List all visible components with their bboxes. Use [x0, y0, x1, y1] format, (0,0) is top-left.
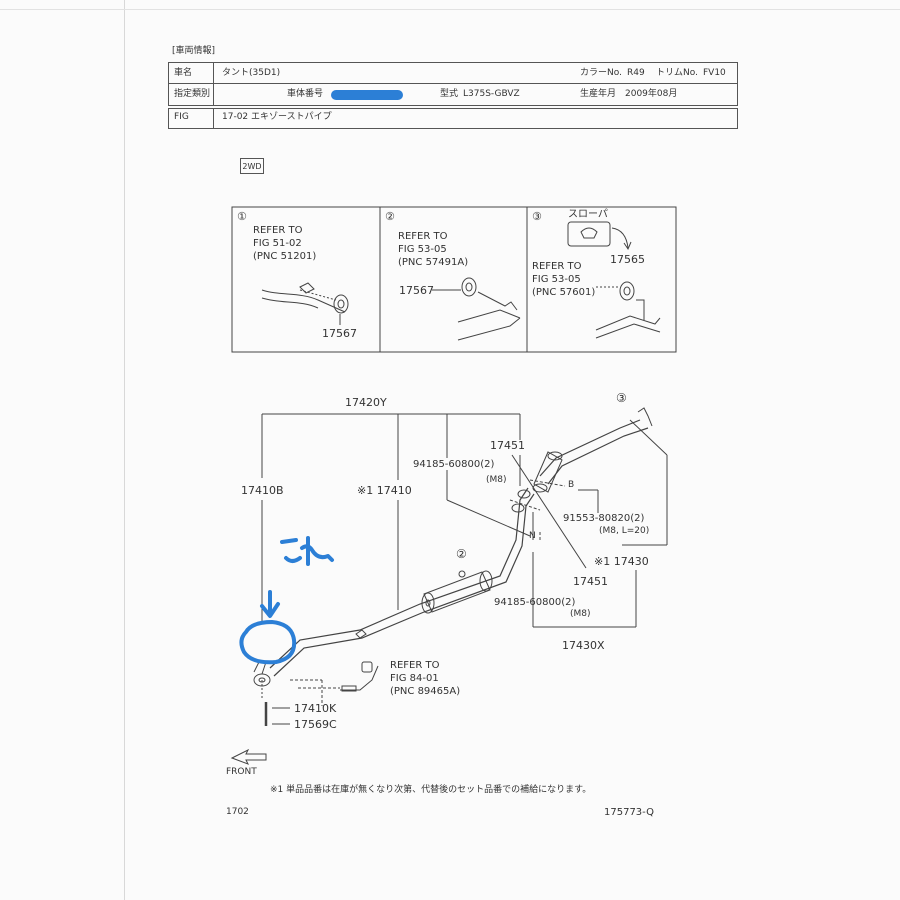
fig-box — [168, 108, 738, 129]
vehicle-info-col-divider — [213, 62, 214, 105]
annotation-marker — [239, 536, 334, 665]
inset-2-refer-line: REFER TO — [398, 231, 448, 242]
trim-label: トリムNo. — [656, 68, 698, 78]
sensor-refer-line: FIG 84-01 — [390, 673, 439, 684]
production-label: 生産年月 — [580, 89, 617, 99]
inset-2-refer-line: (PNC 57491A) — [398, 257, 469, 268]
page-fold-line — [124, 0, 125, 900]
inset-2-refer-line: FIG 53-05 — [398, 244, 447, 255]
trim-value: FV10 — [703, 68, 726, 78]
inset-3-refer-line: FIG 53-05 — [532, 274, 581, 285]
inset-1-refer-line: REFER TO — [253, 225, 303, 236]
vehicle-info-divider — [168, 83, 737, 84]
inset-3-refer-line: REFER TO — [532, 261, 582, 272]
catalog-code: 175773-Q — [604, 807, 655, 818]
part-label-17451: 17451 — [490, 439, 525, 452]
bolt-size-m8-upper: (M8) — [486, 475, 507, 485]
bolt-size-m8-l20: (M8, L=20) — [599, 526, 650, 536]
inset-3-part-number: 17565 — [610, 253, 645, 266]
section-label: [車両情報] — [172, 46, 216, 56]
model-value: L375S-GBVZ — [463, 89, 520, 99]
vin-label: 車体番号 — [287, 89, 324, 99]
fig-label: FIG — [174, 112, 189, 122]
inset-3-number: ③ — [532, 210, 542, 223]
inset-1-number: ① — [237, 210, 247, 223]
part-label-94185-upper: 94185-60800(2) — [413, 459, 495, 470]
vin-redaction-mark — [331, 90, 403, 100]
part-label-17430: ※1 17430 — [594, 555, 649, 568]
callout-circle-b: B — [568, 480, 575, 490]
callout-circle-3: ③ — [616, 391, 627, 405]
part-label-17569C: 17569C — [294, 718, 337, 731]
color-label: カラーNo. — [580, 68, 622, 78]
designation-label: 指定類別 — [174, 89, 211, 99]
color-value: R49 — [627, 68, 645, 78]
drive-type-tag: 2WD — [240, 158, 264, 174]
inset-2-part-number: 17567 — [399, 284, 434, 297]
inset-3-refer-line: (PNC 57601) — [532, 287, 596, 298]
inset-2-number: ② — [385, 210, 395, 223]
page-fold-line-top — [0, 9, 900, 10]
sensor-refer-line: REFER TO — [390, 660, 440, 671]
vehicle-info-box — [168, 62, 738, 106]
part-label-94185-lower: 94185-60800(2) — [494, 597, 576, 608]
inset-1-refer-line: (PNC 51201) — [253, 251, 317, 262]
page-code: 1702 — [226, 807, 249, 817]
car-name-value: タント(35D1) — [222, 68, 281, 78]
part-label-17410B: 17410B — [241, 484, 284, 497]
bolt-size-m8-lower: (M8) — [570, 609, 591, 619]
production-value: 2009年08月 — [625, 89, 678, 99]
part-label-17430X: 17430X — [562, 639, 605, 652]
fig-box-divider — [213, 108, 214, 128]
fig-value: 17-02 エキゾーストパイプ — [222, 112, 332, 122]
part-label-91553: 91553-80820(2) — [563, 513, 645, 524]
part-label-17410K: 17410K — [294, 702, 337, 715]
footnote: ※1 単品品番は在庫が無くなり次第、代替後のセット品番での補給になります。 — [270, 785, 592, 795]
callout-circle-n: N — [529, 531, 536, 541]
model-label: 型式 — [440, 89, 459, 99]
inset-frame — [231, 206, 677, 353]
front-direction-label: FRONT — [226, 767, 257, 777]
part-label-17420Y: 17420Y — [345, 396, 387, 409]
part-label-17451-lower: 17451 — [573, 575, 608, 588]
sensor-refer-line: (PNC 89465A) — [390, 686, 461, 697]
inset-1-refer-line: FIG 51-02 — [253, 238, 302, 249]
inset-3-slope-label: スローパ — [568, 209, 608, 220]
inset-1-part-number: 17567 — [322, 327, 357, 340]
callout-circle-2: ② — [456, 547, 467, 561]
part-label-17410: ※1 17410 — [357, 484, 412, 497]
car-name-label: 車名 — [174, 68, 193, 78]
